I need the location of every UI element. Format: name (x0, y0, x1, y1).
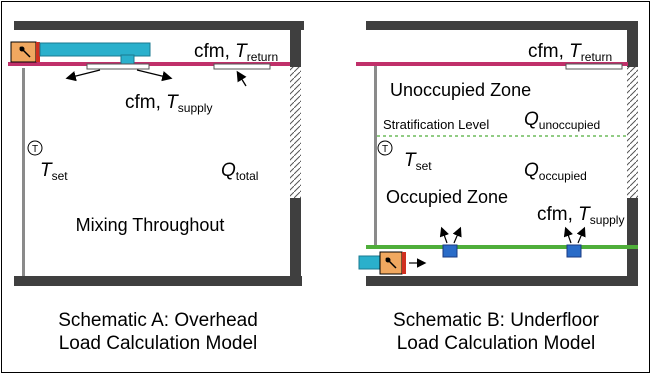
caption-b: Schematic B: Underfloor Load Calculation… (346, 309, 646, 355)
b-right-wall-upper (627, 21, 638, 67)
a-right-wall-upper (290, 21, 301, 67)
a-return-arrow (236, 70, 247, 87)
caption-a-line1: Schematic A: Overhead (58, 310, 258, 331)
b-right-wall-lower (627, 198, 638, 286)
caption-a-line2: Load Calculation Model (58, 333, 258, 354)
b-thermostat-symbol: T (382, 144, 388, 155)
a-right-wall-window (290, 67, 301, 198)
a-vav-damper-pivot (19, 46, 25, 52)
a-supply-arrow-left (65, 69, 101, 82)
b-right-wall-window (627, 67, 638, 198)
schematic-a: cfm, Treturn cfm, Tsupply T Tset Qtotal … (8, 21, 304, 286)
b-suspended-ceiling (356, 62, 628, 66)
b-return-label: cfm, Treturn (528, 41, 612, 64)
b-unoccupied-zone-label: Unoccupied Zone (390, 80, 531, 100)
b-diffuser-2-arrow-left (563, 226, 573, 244)
a-vav-damper-red (36, 42, 40, 62)
caption-a: Schematic A: Overhead Load Calculation M… (8, 309, 308, 355)
b-return-grille (565, 63, 623, 70)
a-mixing-label: Mixing Throughout (76, 215, 225, 235)
b-qunoccupied-label: Qunoccupied (524, 109, 600, 132)
b-thermostat-icon (377, 140, 393, 156)
b-left-wall (374, 66, 377, 246)
b-raised-floor (366, 245, 638, 249)
b-floor-slab (366, 276, 638, 286)
b-diffuser-1-arrow-left (439, 226, 449, 244)
a-ceiling-slab (14, 21, 304, 30)
a-supply-arrow-right (136, 69, 173, 82)
b-diffuser-1-arrow-right (452, 226, 462, 244)
b-vav-damper-red (402, 252, 406, 274)
b-stratification-label: Stratification Level (383, 117, 489, 132)
a-floor-slab (14, 276, 302, 286)
b-tset-label: Tset (404, 150, 432, 173)
a-right-wall-lower (290, 198, 301, 286)
b-qoccupied-label: Qoccupied (524, 160, 587, 183)
a-supply-diffuser (86, 63, 150, 70)
a-supply-label: cfm, Tsupply (125, 92, 212, 115)
a-tset-label: Tset (40, 160, 68, 183)
a-return-grille (213, 63, 271, 70)
b-diffuser-2-arrow-right (576, 226, 586, 244)
a-left-wall (22, 68, 25, 276)
b-occupied-zone-label: Occupied Zone (386, 187, 508, 207)
b-vav-damper-pivot (385, 257, 391, 263)
b-diffuser-2 (566, 244, 582, 258)
caption-b-line2: Load Calculation Model (396, 333, 596, 354)
a-thermostat-icon (27, 140, 43, 156)
a-qtotal-label: Qtotal (221, 160, 258, 183)
a-supply-duct (39, 42, 151, 57)
a-vav-box (10, 41, 37, 63)
schematic-b: cfm, Treturn Unoccupied Zone Stratificat… (356, 21, 638, 286)
b-diffuser-1 (442, 244, 458, 258)
caption-b-line1: Schematic B: Underfloor (393, 310, 599, 331)
b-ceiling-slab (366, 21, 638, 30)
a-thermostat-symbol: T (32, 144, 38, 155)
b-supply-duct (358, 255, 382, 270)
a-return-label: cfm, Treturn (194, 41, 278, 64)
b-supply-label: cfm, Tsupply (537, 204, 624, 227)
